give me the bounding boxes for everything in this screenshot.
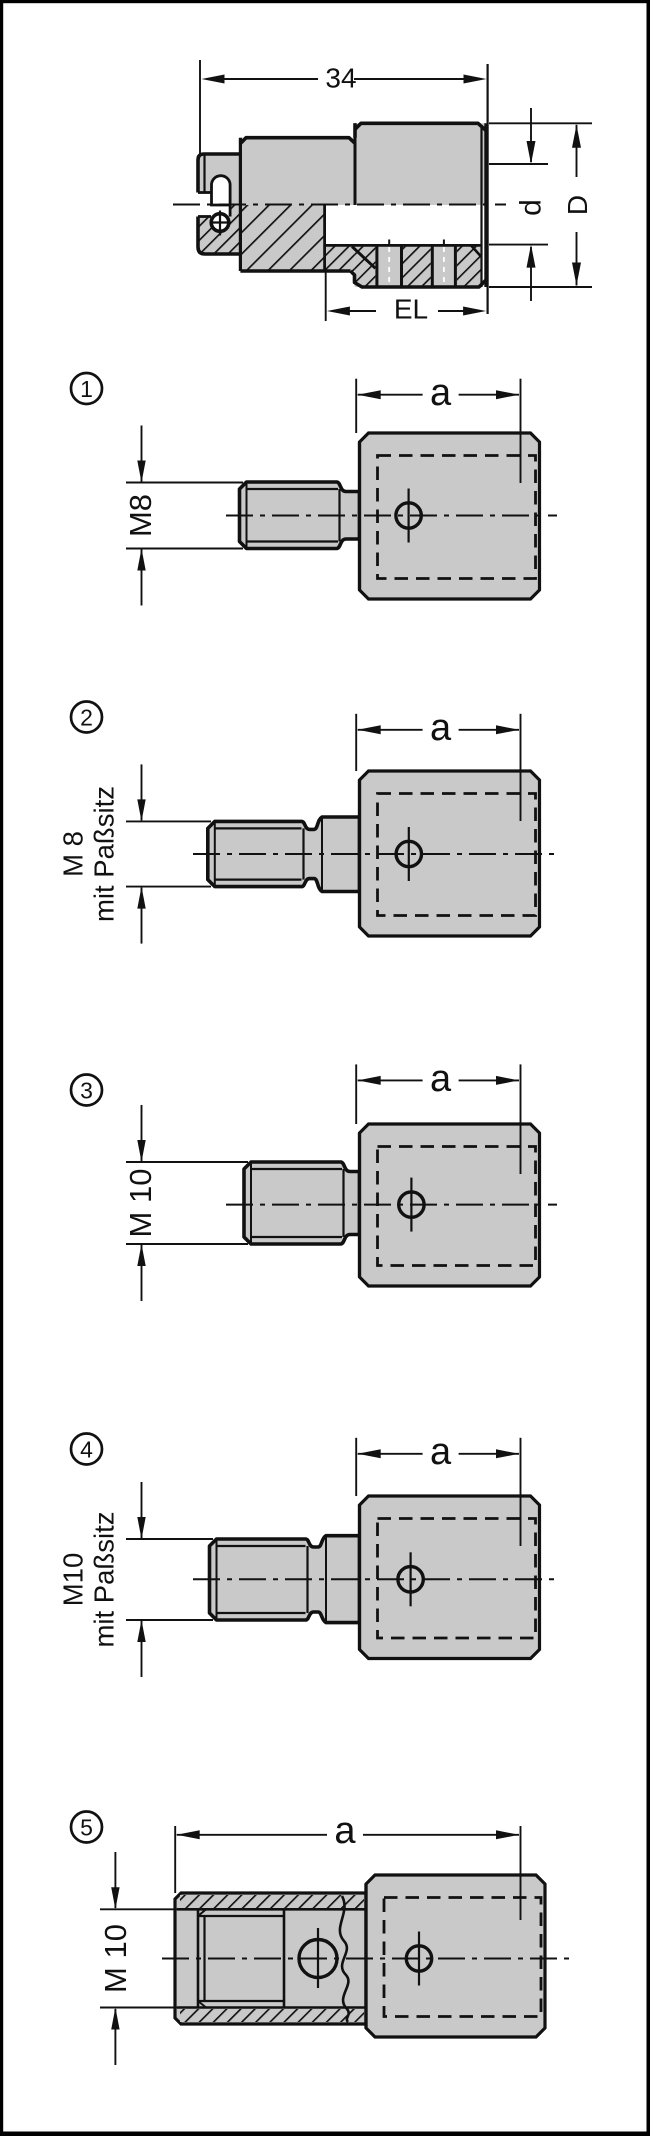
svg-text:M 8: M 8	[58, 831, 89, 877]
svg-text:EL: EL	[394, 294, 428, 325]
svg-text:34: 34	[325, 63, 356, 94]
svg-text:D: D	[562, 195, 593, 215]
svg-text:a: a	[430, 372, 452, 414]
svg-text:M 10: M 10	[123, 1169, 158, 1238]
svg-text:d: d	[515, 199, 548, 216]
svg-text:M 10: M 10	[98, 1924, 133, 1993]
svg-text:mit Paßsitz: mit Paßsitz	[89, 786, 120, 922]
svg-text:1: 1	[80, 376, 93, 402]
svg-text:2: 2	[80, 705, 93, 731]
svg-text:a: a	[430, 707, 452, 749]
svg-text:a: a	[334, 1810, 356, 1852]
svg-text:M10: M10	[58, 1553, 89, 1607]
svg-text:M8: M8	[123, 494, 158, 537]
svg-text:mit Paßsitz: mit Paßsitz	[89, 1512, 120, 1648]
svg-text:5: 5	[80, 1815, 93, 1841]
svg-text:3: 3	[80, 1078, 93, 1104]
svg-text:a: a	[430, 1431, 452, 1473]
svg-text:4: 4	[80, 1437, 93, 1463]
svg-text:a: a	[430, 1058, 452, 1100]
